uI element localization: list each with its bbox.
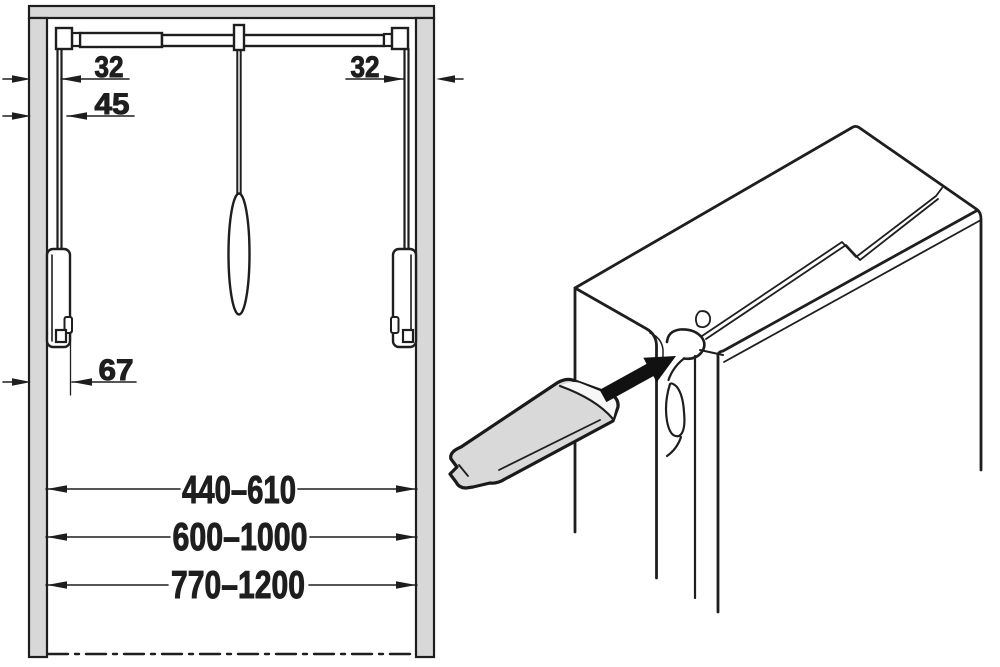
cabinet-top-panel bbox=[27, 4, 436, 20]
right-diagram bbox=[448, 124, 983, 614]
right-rail-step bbox=[382, 32, 394, 48]
left-arm-foot bbox=[54, 328, 68, 344]
dim-label-width-large: 770–1200 bbox=[171, 564, 305, 607]
dim-label-width-small: 440–610 bbox=[182, 469, 296, 512]
dim-inset-right: 32 bbox=[345, 51, 405, 85]
wall-indicator-arrow-icon bbox=[2, 75, 31, 386]
dim-label-hook-offset: 45 bbox=[95, 88, 130, 121]
pull-rod bbox=[227, 49, 251, 316]
dim-label-width-medium: 600–1000 bbox=[173, 516, 308, 559]
dim-width-medium: 600–1000 bbox=[45, 516, 418, 560]
dim-label-inset-right: 32 bbox=[351, 51, 380, 84]
dim-label-inset-left: 32 bbox=[95, 51, 124, 84]
left-rail-clamp bbox=[54, 26, 74, 51]
dimension-annotations: 32 45 32 67 bbox=[2, 51, 464, 608]
pull-rod-loop bbox=[227, 192, 251, 316]
dim-bracket-offset: 67 bbox=[71, 354, 137, 388]
pivot-arm bbox=[664, 382, 686, 438]
dim-hook-offset: 45 bbox=[66, 88, 135, 122]
right-rail-clamp bbox=[390, 26, 410, 51]
left-diagram: 32 45 32 67 bbox=[2, 4, 464, 659]
cabinet-carcass bbox=[27, 4, 436, 659]
dim-inset-left: 32 bbox=[60, 51, 130, 85]
screw-hole-icon bbox=[695, 310, 712, 328]
dim-label-bracket-offset: 67 bbox=[99, 354, 134, 387]
right-arm-foot bbox=[401, 328, 415, 344]
panel-rabbet-groove bbox=[701, 187, 943, 340]
rail-outer-tube bbox=[78, 31, 164, 49]
dim-width-large: 770–1200 bbox=[45, 564, 418, 608]
insertion-arrow-icon bbox=[599, 356, 676, 403]
left-arm-assembly bbox=[45, 47, 73, 396]
wall-indicator-arrow-icon bbox=[436, 75, 464, 83]
panel-top-corner bbox=[573, 124, 983, 614]
right-pivot-tab bbox=[390, 316, 400, 334]
cabinet-right-wall bbox=[414, 16, 436, 659]
cover-cap bbox=[448, 377, 620, 490]
cabinet-left-wall bbox=[27, 16, 49, 659]
rod-hanger bbox=[232, 23, 246, 52]
dim-width-small: 440–610 bbox=[45, 469, 418, 513]
lift-rail bbox=[54, 23, 410, 52]
cap-socket-icon bbox=[665, 328, 706, 361]
rail-inner-tube bbox=[160, 33, 386, 48]
right-arm-assembly bbox=[390, 47, 418, 349]
